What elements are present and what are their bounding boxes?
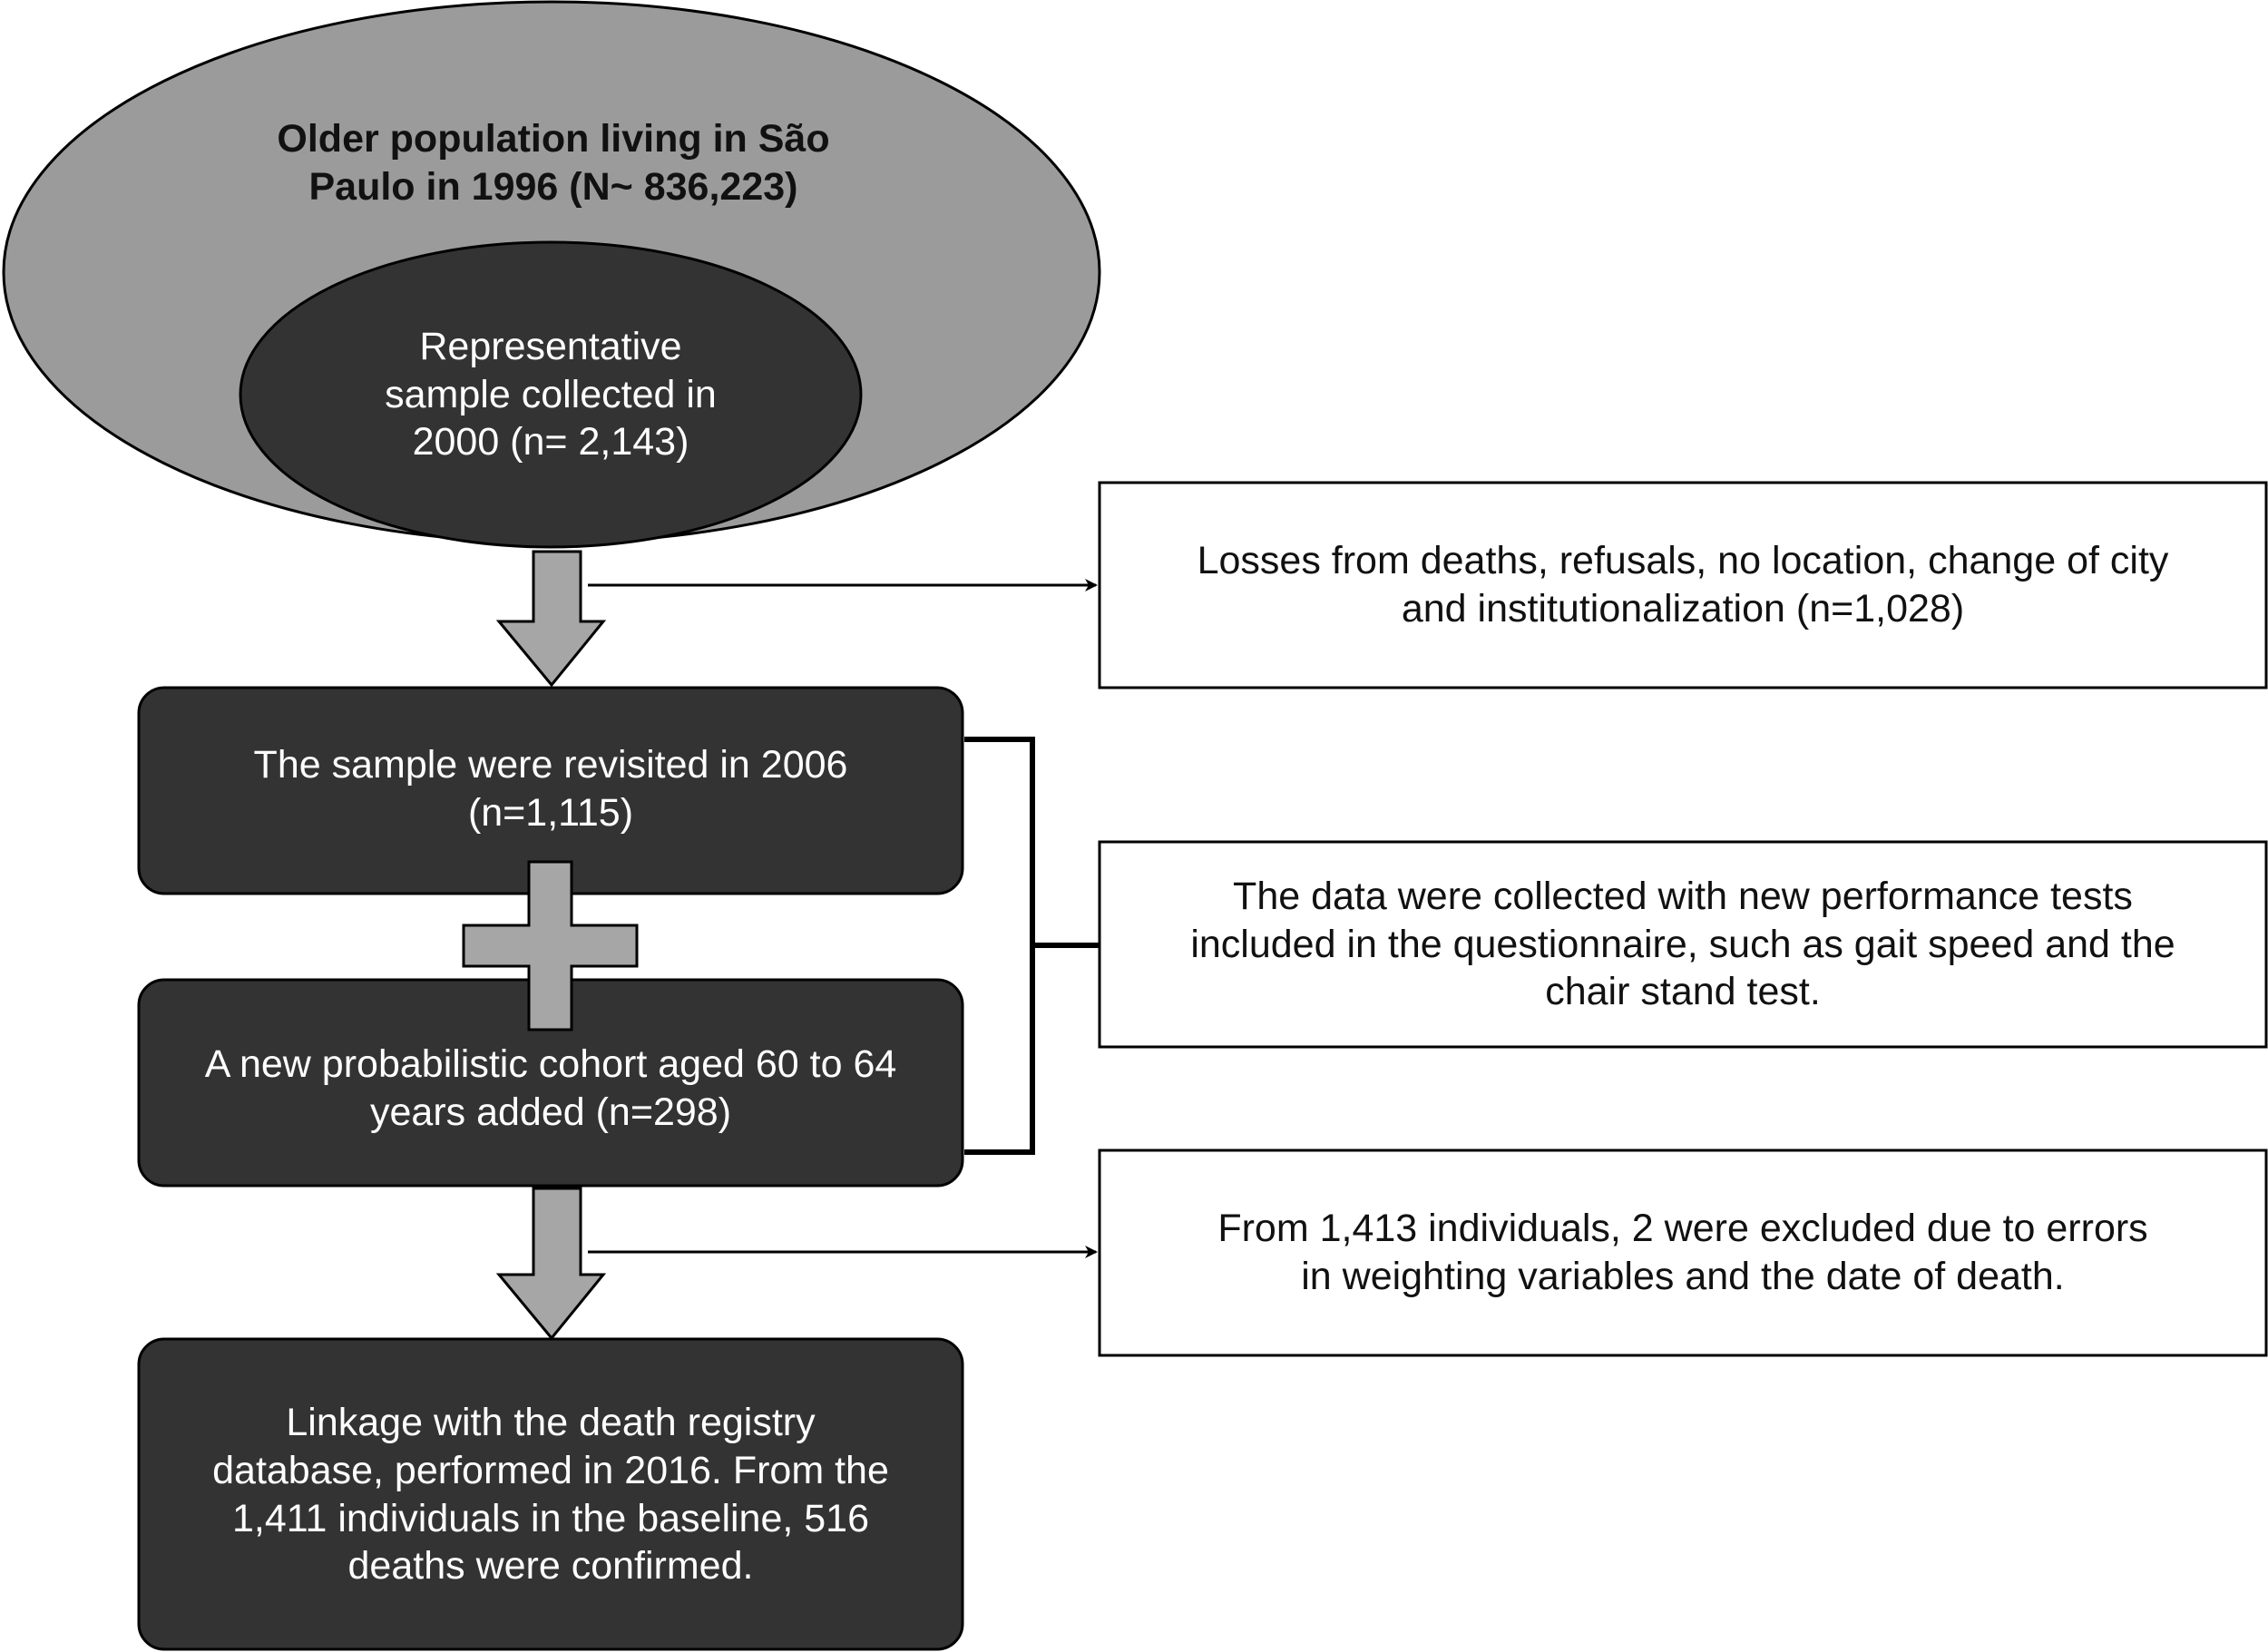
plus-icon bbox=[462, 860, 639, 1031]
excluded-box bbox=[1098, 1149, 2268, 1357]
sample-2000-label: Representative sample collected in 2000 … bbox=[385, 324, 717, 464]
excluded-label: From 1,413 individuals, 2 were excluded … bbox=[1217, 1207, 2148, 1298]
performance-tests-label: The data were collected with new perform… bbox=[1190, 874, 2175, 1014]
linkage-box bbox=[137, 1337, 964, 1651]
new-cohort-label: A new probabilistic cohort aged 60 to 64… bbox=[204, 1042, 897, 1134]
bracket-connector bbox=[964, 737, 1035, 1155]
performance-tests-box bbox=[1098, 840, 2268, 1049]
down-arrow-icon bbox=[495, 1187, 607, 1341]
down-arrow-icon bbox=[495, 550, 607, 688]
linkage-label: Linkage with the death registry database… bbox=[212, 1400, 889, 1588]
sample-2000-ellipse bbox=[239, 240, 863, 549]
revisited-2006-label: The sample were revisited in 2006 (n=1,1… bbox=[253, 743, 848, 835]
losses-box bbox=[1098, 481, 2268, 689]
population-label: Older population living in São Paulo in … bbox=[277, 117, 830, 209]
losses-label: Losses from deaths, refusals, no locatio… bbox=[1197, 539, 2169, 630]
